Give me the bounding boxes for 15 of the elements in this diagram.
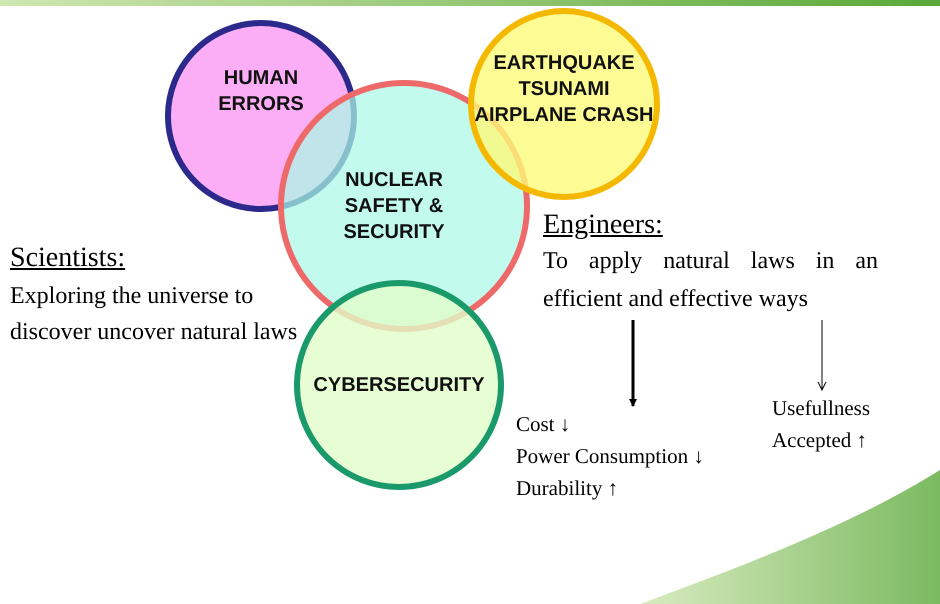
circle-label: CYBERSECURITY — [312, 373, 486, 398]
heading: Engineers: — [543, 208, 663, 242]
list-item: Cost ↓ — [516, 411, 570, 438]
list-item: Accepted ↑ — [772, 427, 868, 454]
circle-label: HUMAN ERRORS — [217, 66, 305, 117]
paragraph: To apply natural laws in an efficient and effective ways — [543, 247, 878, 314]
arrow — [818, 320, 826, 390]
paragraph: Exploring the universe to discover uncover natural laws — [10, 282, 298, 347]
circle-label: NUCLEAR SAFETY & SECURITY — [342, 168, 446, 245]
list-item: Power Consumption ↓ — [516, 443, 704, 470]
arrow — [629, 320, 637, 407]
circle-label: EARTHQUAKE TSUNAMI AIRPLANE CRASH — [474, 51, 654, 128]
list-item: Usefullness — [772, 395, 870, 422]
heading: Scientists: — [10, 241, 126, 275]
list-item: Durability ↑ — [516, 475, 618, 502]
